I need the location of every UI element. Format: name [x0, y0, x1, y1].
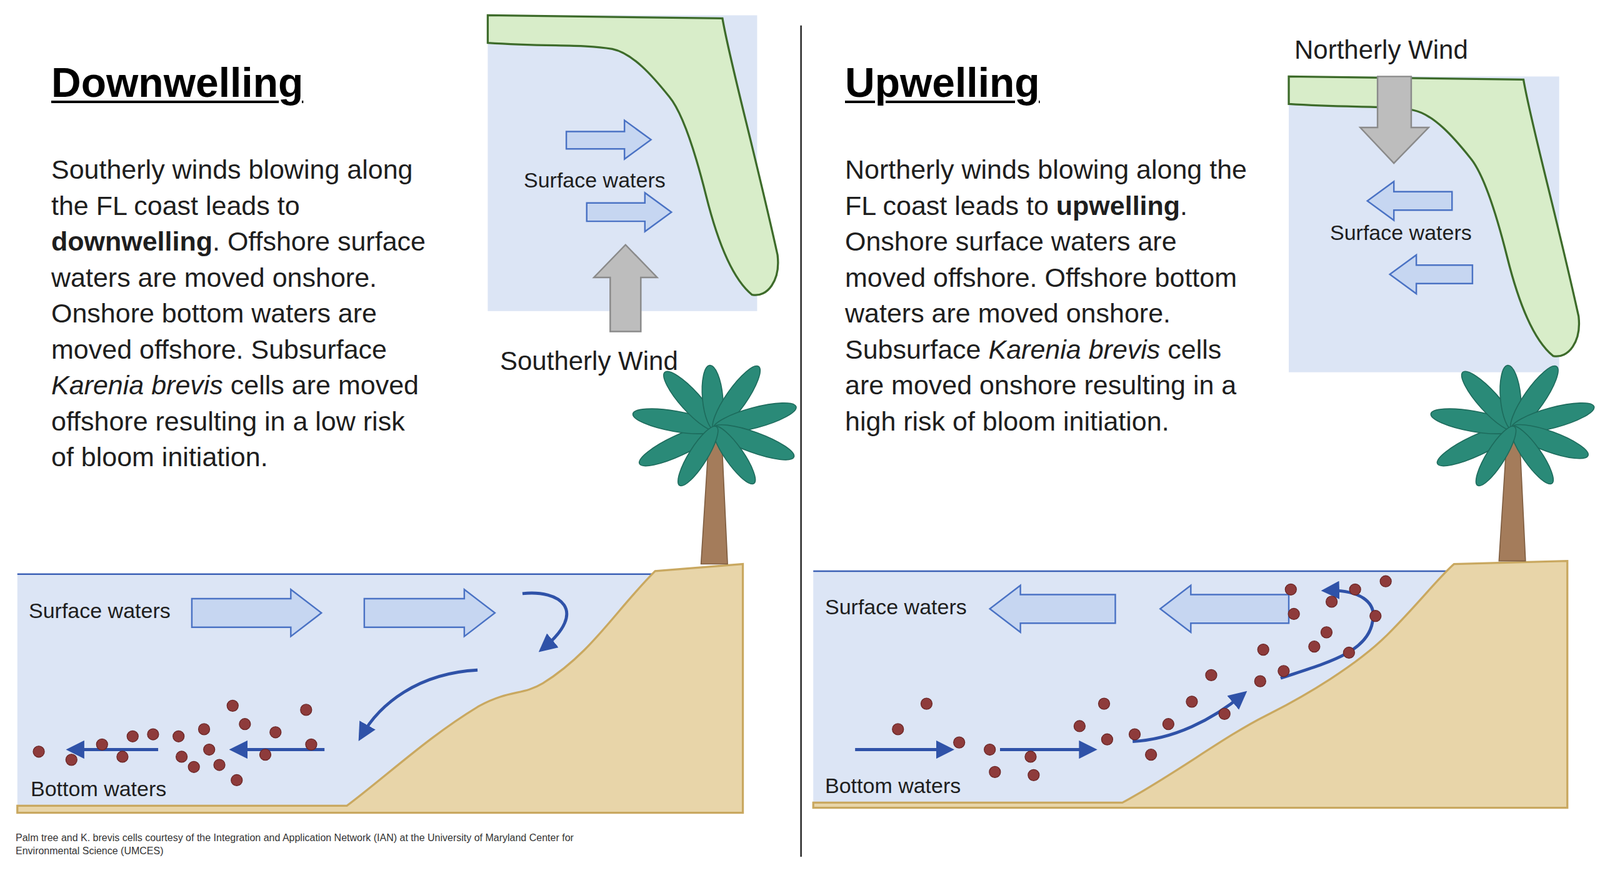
k-brevis-cell: [1162, 718, 1174, 730]
k-brevis-cell: [126, 730, 139, 742]
k-brevis-cell: [1380, 575, 1392, 587]
k-brevis-cell: [203, 744, 215, 756]
k-brevis-cell: [1257, 644, 1269, 656]
k-brevis-cell: [198, 723, 210, 735]
section-heading: Upwelling: [845, 58, 1040, 108]
k-brevis-cell: [173, 730, 185, 742]
water-surface-line: [813, 570, 1454, 572]
map-label: Surface waters: [1330, 220, 1472, 246]
florida-land: [1288, 76, 1579, 357]
wind-arrow: [1360, 76, 1429, 164]
k-brevis-cell: [1349, 583, 1361, 595]
k-brevis-cell: [176, 751, 188, 763]
k-brevis-cell: [231, 775, 243, 787]
divider-line: [800, 25, 802, 857]
surface-flow-arrow: [1390, 255, 1473, 294]
k-brevis-cell: [1254, 675, 1266, 687]
palm-frond: [1470, 421, 1523, 491]
surface-flow-arrow: [586, 192, 672, 232]
k-brevis-cell: [984, 744, 996, 756]
surface-flow-arrow: [566, 120, 652, 160]
surface-flow-arrow: [1367, 181, 1453, 220]
k-brevis-cell: [305, 738, 317, 750]
bottom-flow-arrow: [1000, 748, 1092, 752]
water-surface-line: [17, 573, 659, 575]
wind-label: Southerly Wind: [500, 345, 679, 377]
description-text: Karenia brevis: [988, 334, 1160, 365]
upwelling-arrow: [1280, 590, 1374, 679]
k-brevis-cell: [1205, 669, 1217, 681]
surface-flow-arrow: [990, 585, 1116, 633]
k-brevis-cell: [260, 749, 272, 761]
k-brevis-cell: [953, 736, 965, 749]
wind-label: Northerly Wind: [1294, 34, 1469, 66]
k-brevis-cell: [1288, 608, 1300, 620]
k-brevis-cell: [226, 700, 239, 712]
water-layer-label: Surface waters: [28, 598, 171, 624]
downwelling-arrow: [522, 593, 567, 649]
description-text: downwelling: [51, 226, 213, 257]
k-brevis-cell: [1145, 749, 1157, 761]
surface-flow-arrow: [191, 589, 322, 637]
k-brevis-cell: [1326, 596, 1338, 608]
bottom-flow-arrow: [855, 748, 949, 752]
k-brevis-cell: [1308, 641, 1320, 653]
surface-flow-arrow: [364, 589, 495, 637]
k-brevis-cell: [1343, 647, 1355, 659]
k-brevis-cell: [96, 738, 108, 750]
k-brevis-cell: [300, 704, 312, 716]
bottom-flow-arrow: [71, 748, 159, 752]
description-text: Southerly winds blowing along the FL coa…: [51, 151, 434, 476]
upwelling-arrow: [1132, 694, 1243, 742]
credit-caption: Palm tree and K. brevis cells courtesy o…: [15, 831, 579, 858]
water-layer-label: Bottom waters: [30, 776, 167, 802]
description-text: Southerly winds blowing along the FL coa…: [51, 154, 413, 221]
k-brevis-cell: [1320, 626, 1332, 639]
k-brevis-cell: [1370, 610, 1382, 622]
description-text: Northerly winds blowing along the FL coa…: [845, 151, 1263, 440]
k-brevis-cell: [213, 759, 225, 771]
k-brevis-cell: [239, 718, 251, 730]
description-text: Karenia brevis: [51, 370, 224, 400]
k-brevis-cell: [1186, 696, 1198, 708]
water-layer-label: Bottom waters: [825, 773, 961, 799]
k-brevis-cell: [1073, 720, 1085, 732]
wind-arrow: [593, 245, 657, 332]
k-brevis-cell: [989, 766, 1001, 778]
k-brevis-cell: [116, 751, 129, 763]
k-brevis-cell: [1098, 698, 1110, 710]
k-brevis-cell: [1218, 708, 1230, 720]
k-brevis-cell: [147, 728, 159, 740]
k-brevis-cell: [1278, 665, 1290, 677]
water-layer-label: Surface waters: [825, 594, 967, 620]
k-brevis-cell: [33, 746, 45, 758]
seafloor-sand: [813, 561, 1568, 809]
surface-flow-arrow: [1160, 585, 1289, 633]
k-brevis-cell: [1285, 583, 1297, 595]
k-brevis-cell: [892, 723, 904, 735]
k-brevis-cell: [1129, 728, 1141, 740]
k-brevis-cell: [65, 754, 77, 766]
map-label: Surface waters: [523, 167, 666, 194]
section-heading: Downwelling: [51, 58, 304, 108]
k-brevis-cell: [1101, 733, 1113, 745]
seafloor-sand: [17, 564, 744, 814]
k-brevis-cell: [1025, 751, 1037, 763]
downwelling-arrow: [361, 670, 478, 737]
palm-frond: [671, 421, 725, 491]
description-text: upwelling: [1056, 190, 1180, 221]
k-brevis-cell: [920, 698, 932, 710]
k-brevis-cell: [1028, 769, 1040, 781]
k-brevis-cell: [188, 761, 200, 773]
k-brevis-cell: [270, 726, 282, 739]
